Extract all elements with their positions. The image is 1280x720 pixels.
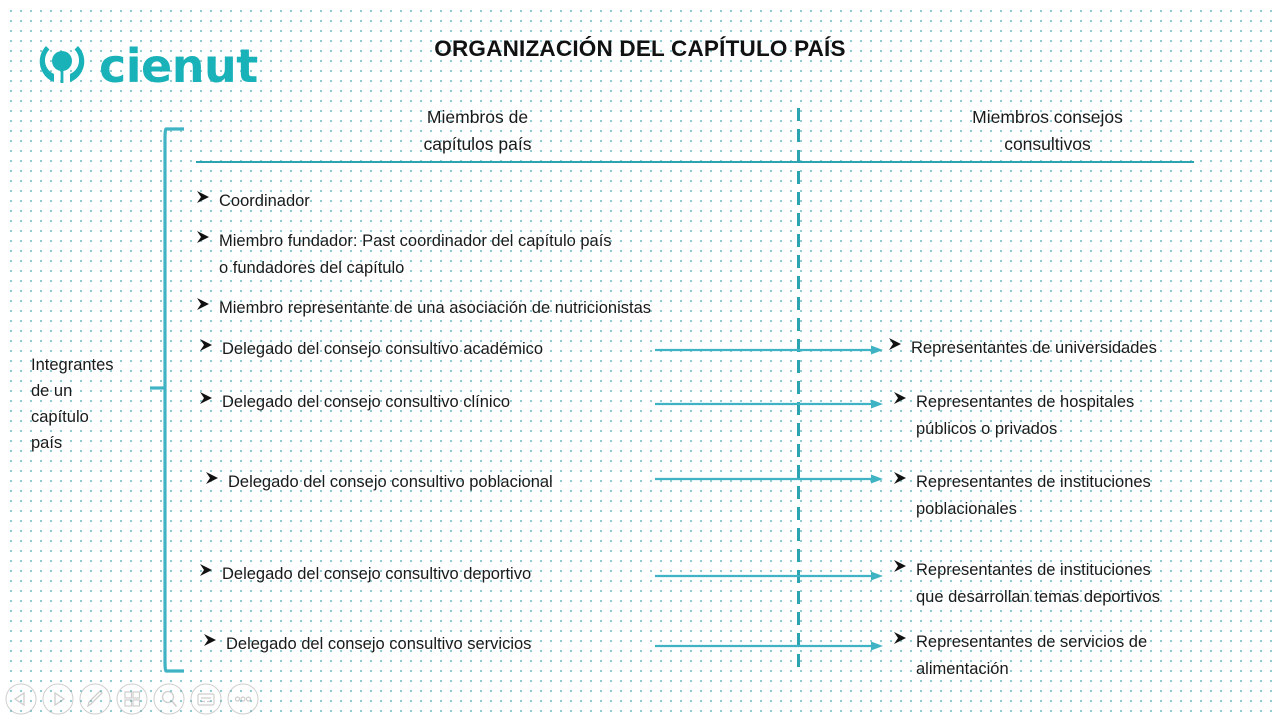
list-item: Representantes de instituciones que desa… [893, 557, 1273, 611]
arrowhead-bullet-icon [205, 470, 219, 486]
connector-arrow [655, 640, 883, 652]
connector-arrow [655, 344, 883, 356]
list-item: Delegado del consejo consultivo deportiv… [199, 561, 799, 588]
presentation-toolbar[interactable] [4, 682, 260, 716]
arrowhead-bullet-icon [199, 562, 213, 578]
list-item-label: Miembro representante de una asociación … [219, 299, 651, 317]
left-grouping-bracket [150, 126, 216, 674]
list-item: Delegado del consejo consultivo servicio… [203, 631, 803, 658]
list-item: Representantes de instituciones poblacio… [893, 469, 1273, 523]
arrowhead-bullet-icon [893, 470, 907, 486]
grid-view-icon[interactable] [115, 682, 149, 716]
connector-arrow [655, 570, 883, 582]
list-item-label: Representantes de instituciones que desa… [916, 561, 1160, 606]
list-item: Delegado del consejo consultivo clínico [199, 389, 799, 416]
list-item: Miembro representante de una asociación … [196, 295, 796, 322]
list-item-label: Delegado del consejo consultivo servicio… [226, 635, 532, 653]
list-item-label: Miembro fundador: Past coordinador del c… [219, 232, 612, 277]
list-item-label: Delegado del consejo consultivo deportiv… [222, 565, 532, 583]
more-options-icon[interactable] [226, 682, 260, 716]
cienut-circle-mark-icon [34, 36, 90, 92]
arrowhead-bullet-icon [888, 336, 902, 352]
list-item: Representantes de universidades [888, 335, 1268, 362]
previous-slide-icon[interactable] [4, 682, 38, 716]
slide-edge-right [1274, 0, 1280, 720]
list-item-label: Representantes de instituciones poblacio… [916, 473, 1151, 518]
header-rule-left [196, 161, 798, 163]
list-item: Delegado del consejo consultivo poblacio… [205, 469, 805, 496]
left-group-label: Integrantes de un capítulo país [31, 356, 114, 452]
list-item-label: Representantes de servicios de alimentac… [916, 633, 1148, 678]
arrowhead-bullet-icon [196, 229, 210, 245]
slide-edge-left [0, 0, 6, 720]
list-item-label: Delegado del consejo consultivo clínico [222, 393, 511, 411]
arrowhead-bullet-icon [196, 296, 210, 312]
list-item-label: Delegado del consejo consultivo académic… [222, 340, 544, 358]
connector-arrow [655, 398, 883, 410]
zoom-icon[interactable] [152, 682, 186, 716]
brand-logo: cienut [34, 36, 258, 92]
arrowhead-bullet-icon [196, 189, 210, 205]
vertical-dashed-divider [797, 108, 800, 668]
list-item-label: Representantes de universidades [911, 339, 1157, 357]
column-header-right: Miembros consejos consultivos [972, 107, 1123, 154]
slide-edge-bottom [0, 716, 1280, 720]
pen-icon[interactable] [78, 682, 112, 716]
list-item: Representantes de hospitales públicos o … [893, 389, 1273, 443]
list-item: Coordinador [196, 188, 796, 215]
arrowhead-bullet-icon [893, 630, 907, 646]
subtitles-icon[interactable] [189, 682, 223, 716]
slide-edge-top [0, 0, 1280, 6]
list-item-label: Coordinador [219, 192, 310, 210]
list-item-label: Delegado del consejo consultivo poblacio… [228, 473, 553, 491]
connector-arrow [655, 473, 883, 485]
brand-wordmark: cienut [99, 39, 258, 93]
arrowhead-bullet-icon [199, 390, 213, 406]
arrowhead-bullet-icon [893, 390, 907, 406]
arrowhead-bullet-icon [893, 558, 907, 574]
list-item-label: Representantes de hospitales públicos o … [916, 393, 1135, 438]
page-title: ORGANIZACIÓN DEL CAPÍTULO PAÍS [434, 36, 846, 61]
arrowhead-bullet-icon [199, 337, 213, 353]
next-slide-icon[interactable] [41, 682, 75, 716]
header-rule-right [798, 161, 1194, 163]
list-item: Delegado del consejo consultivo académic… [199, 336, 799, 363]
list-item: Representantes de servicios de alimentac… [893, 629, 1273, 683]
list-item: Miembro fundador: Past coordinador del c… [196, 228, 796, 282]
column-header-left: Miembros de capítulos país [423, 107, 532, 154]
arrowhead-bullet-icon [203, 632, 217, 648]
